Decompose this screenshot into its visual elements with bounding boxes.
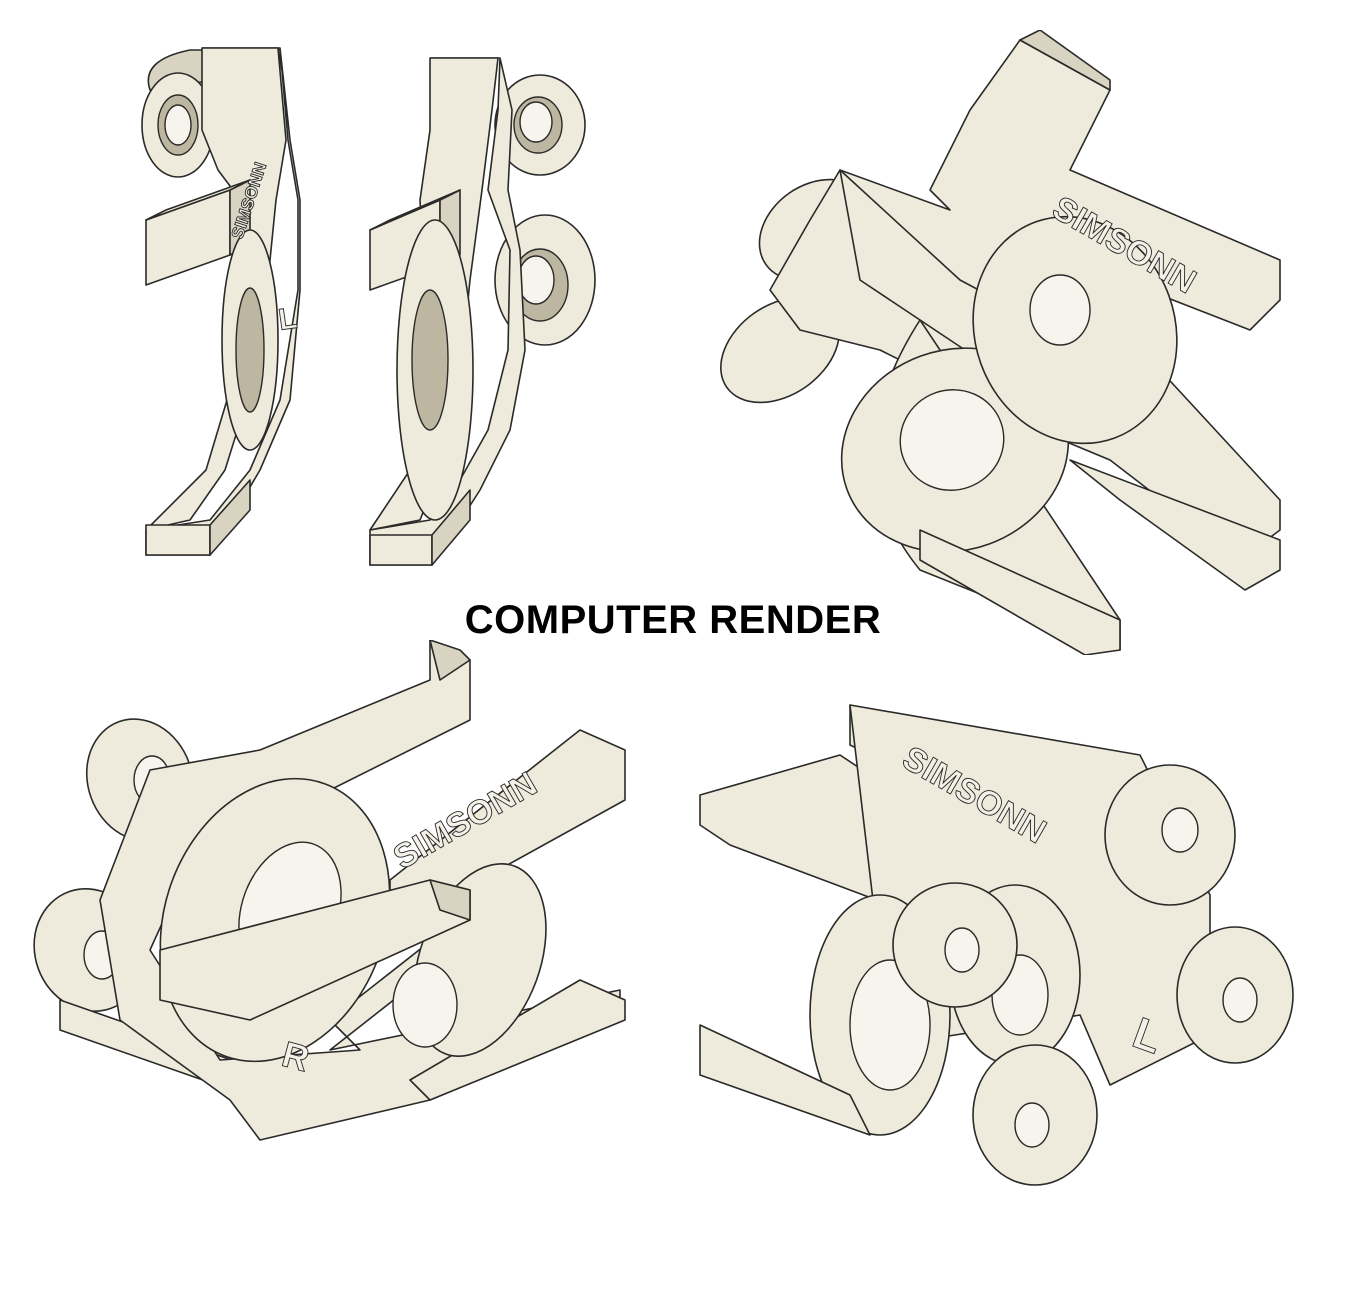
- render-view-side-left: SIMSONN L: [141, 47, 301, 556]
- render-view-iso-top-right: SIMSONN: [720, 30, 1281, 655]
- caption-title: COMPUTER RENDER: [464, 598, 882, 642]
- render-view-iso-bottom-left: SIMSONN R: [33, 640, 626, 1141]
- render-view-side-right: [369, 57, 596, 566]
- engraving-side-letter: L: [276, 302, 299, 337]
- render-view-iso-bottom-right: SIMSONN L: [699, 704, 1294, 1186]
